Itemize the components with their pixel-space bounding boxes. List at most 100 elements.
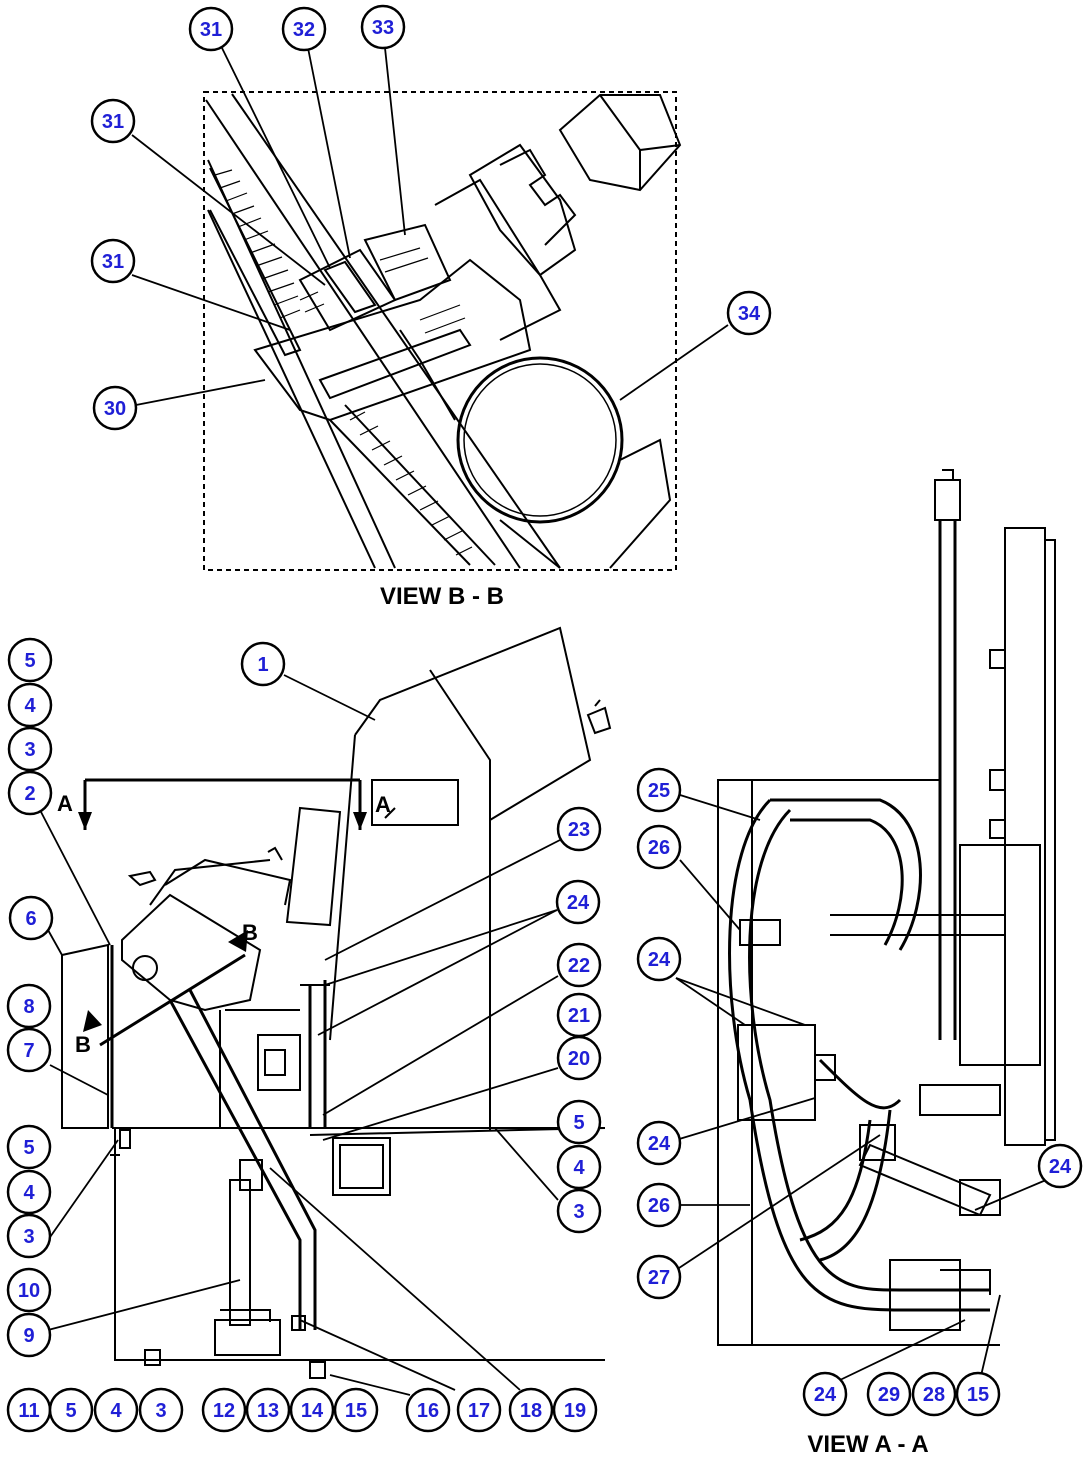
callout-bubble [636,1182,682,1228]
callout-18: 18 [508,1387,554,1433]
callout-27: 27 [636,1254,682,1300]
callout-3-left-top: 3 [7,726,53,772]
callout-number: 10 [18,1280,40,1302]
callout-bubble [556,1035,602,1081]
callout-28: 28 [911,1371,957,1417]
callout-bubble [7,770,53,816]
callout-number: 24 [648,1133,671,1155]
callout-bubble [93,1387,139,1433]
callout-number: 33 [372,17,394,39]
leader-lines [39,47,1047,1396]
callout-number: 5 [23,1137,34,1159]
callout-number: 15 [967,1384,989,1406]
callout-25: 25 [636,767,682,813]
callout-number: 32 [293,19,315,41]
callout-31-mid: 31 [90,98,136,144]
callout-3-right: 3 [556,1188,602,1234]
callout-9: 9 [6,1312,52,1358]
callout-bubble [6,983,52,1029]
callout-32: 32 [281,6,327,52]
callout-number: 4 [23,1182,35,1204]
callout-bubble [6,1213,52,1259]
callout-number: 18 [520,1400,542,1422]
callout-number: 26 [648,1195,670,1217]
callout-21: 21 [556,992,602,1038]
callout-15-bottom: 15 [333,1387,379,1433]
callout-24-view-a-right: 24 [1037,1143,1083,1189]
callout-29: 29 [866,1371,912,1417]
callout-number: 15 [345,1400,367,1422]
callout-bubble [6,1267,52,1313]
callout-20: 20 [556,1035,602,1081]
callout-15-view-a: 15 [955,1371,1001,1417]
callout-bubble [866,1371,912,1417]
callout-number: 16 [417,1400,439,1422]
callout-number: 13 [257,1400,279,1422]
callout-bubble [955,1371,1001,1417]
callout-number: 7 [23,1040,34,1062]
callout-bubble [6,1169,52,1215]
callout-19: 19 [552,1387,598,1433]
callout-bubble [7,726,53,772]
callout-bubble [636,936,682,982]
callout-bubble [508,1387,554,1433]
callout-26-top: 26 [636,824,682,870]
callout-number: 5 [65,1400,76,1422]
callout-31-top: 31 [188,6,234,52]
callout-5-right: 5 [556,1099,602,1145]
callout-bubble [281,6,327,52]
callout-2: 2 [7,770,53,816]
callout-number: 31 [102,251,124,273]
callout-number: 31 [102,111,124,133]
callout-number: 14 [301,1400,324,1422]
callout-number: 24 [567,892,590,914]
callout-bubble [555,879,601,925]
callout-bubble [636,767,682,813]
callout-bubble [7,637,53,683]
callout-bubble [636,824,682,870]
callout-24-view-a-upper: 24 [636,936,682,982]
callout-bubble [456,1387,502,1433]
callout-bubble [8,895,54,941]
callout-3-left-mid: 3 [6,1213,52,1259]
callout-number: 17 [468,1400,490,1422]
callout-8: 8 [6,983,52,1029]
callout-4-left-top: 4 [7,682,53,728]
callout-number: 27 [648,1267,670,1289]
callout-number: 28 [923,1384,945,1406]
callout-number: 5 [573,1112,584,1134]
callout-number: 5 [24,650,35,672]
callout-number: 6 [25,908,36,930]
callout-30: 30 [92,385,138,431]
callout-bubble [6,1027,52,1073]
callout-4-bottom: 4 [93,1387,139,1433]
callout-17: 17 [456,1387,502,1433]
callout-bubble [90,98,136,144]
view-b-detail [203,91,682,571]
callout-24-main: 24 [555,879,601,925]
callout-bubble [201,1387,247,1433]
callout-31-low: 31 [90,238,136,284]
callout-bubble [48,1387,94,1433]
callout-bubble [7,682,53,728]
callout-number: 4 [110,1400,122,1422]
callout-number: 4 [24,695,36,717]
section-b-lower-mark: B [75,1032,91,1057]
section-a-left-mark: A [57,791,73,816]
callout-number: 34 [738,303,761,325]
callout-number: 4 [573,1157,585,1179]
callout-bubble [138,1387,184,1433]
callout-number: 3 [24,739,35,761]
callout-12: 12 [201,1387,247,1433]
callout-bubble [556,1144,602,1190]
callout-bubble [92,385,138,431]
callout-23: 23 [556,806,602,852]
callout-number: 24 [1049,1156,1072,1178]
callout-number: 29 [878,1384,900,1406]
callout-10: 10 [6,1267,52,1313]
callout-number: 23 [568,819,590,841]
callout-bubble [556,1188,602,1234]
callout-1: 1 [240,641,286,687]
view-a-detail [717,469,1056,1346]
